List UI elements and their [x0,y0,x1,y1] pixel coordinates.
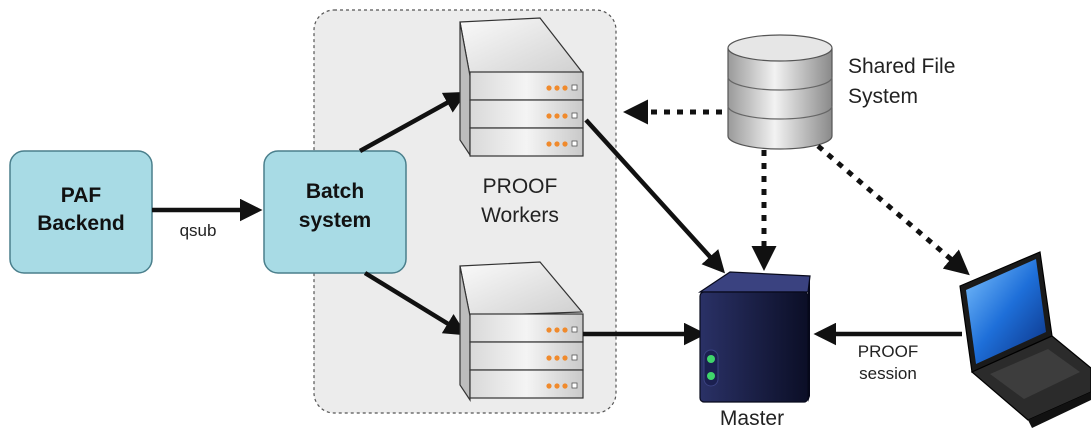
worker-server-stack-bottom-icon [459,261,584,402]
batch-system-label-line2: system [299,209,371,232]
workers-label-line1: PROOF [483,175,558,198]
worker-server-stack-top-icon [459,17,584,157]
paf-backend-label-line1: PAF [61,184,102,207]
shared-fs-label-line1: Shared File [848,55,955,78]
tower-server-icon [698,271,811,403]
workers-label-line2: Workers [481,204,559,227]
qsub-label: qsub [180,221,217,240]
batch-to-worker-top-arrow [358,91,467,153]
batch-system-node: Batch system [263,150,407,274]
worker-top-to-master-arrow [584,118,726,274]
paf-backend-label-line2: Backend [37,212,125,235]
proof-session-label-line1: PROOF [858,342,918,361]
database-icon [727,34,833,150]
laptop-icon [959,251,1091,428]
proof-session-label-line2: session [859,364,917,383]
shared-fs-label-line2: System [848,85,918,108]
batch-system-label-line1: Batch [306,180,364,203]
fs-to-client-dotted-arrow [816,144,970,276]
batch-to-worker-bottom-arrow [363,271,467,336]
master-label: Master [720,407,784,430]
paf-backend-node: PAF Backend [9,150,153,274]
